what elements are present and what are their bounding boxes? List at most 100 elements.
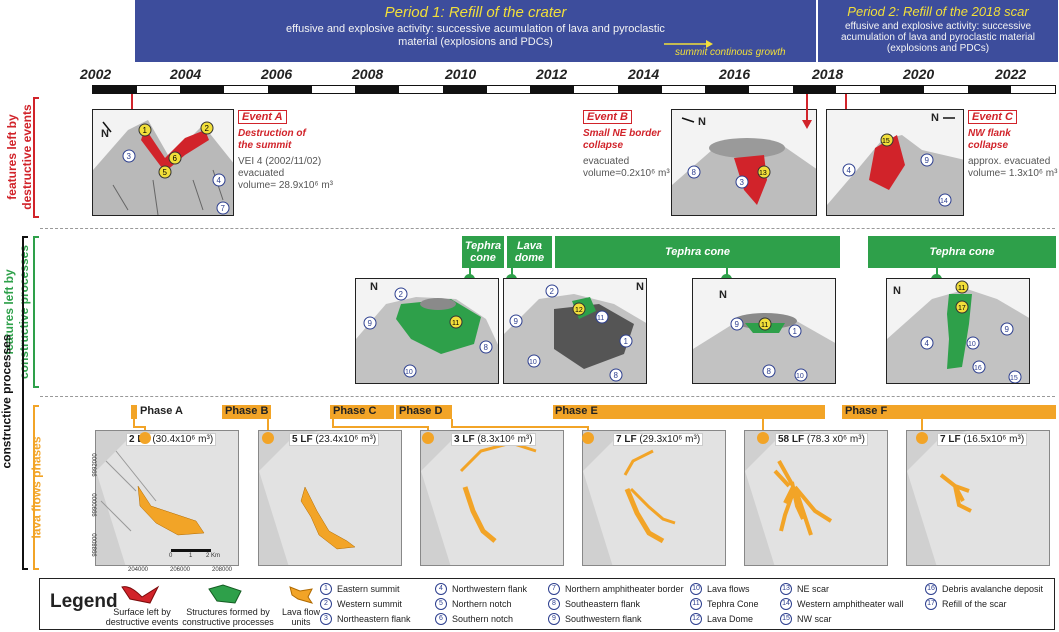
phase-dot-a: [139, 432, 151, 444]
growth-label: summit continous growth: [675, 47, 786, 58]
marker-4: 4: [217, 176, 222, 185]
green-bar-tephra-2: Tephra cone: [555, 236, 840, 268]
marker-11b: 11: [597, 315, 604, 322]
legend-constructive-symbol: [208, 584, 242, 604]
green-connector-2: [511, 268, 513, 278]
lf-box-b: 5 LF (23.4x10⁶ m³): [289, 433, 380, 446]
marker-11a: 11: [452, 320, 459, 327]
event-a-panel: 1 2 6 5 3 4 7 N: [92, 109, 234, 216]
scale-1: 1: [189, 553, 193, 559]
phase-e-bar: [553, 405, 825, 419]
marker-14: 14: [940, 198, 948, 205]
lf-box-f: 7 LF (16.5x10⁶ m³): [937, 433, 1028, 446]
marker-10b: 10: [529, 359, 537, 366]
marker-8a: 8: [484, 343, 489, 352]
phase-f-label: Phase F: [843, 405, 890, 417]
constructive-bracket: [33, 236, 39, 388]
phase-dot-c: [422, 432, 434, 444]
phase-dot-e: [757, 432, 769, 444]
map-xtick-208000: 208000: [212, 567, 233, 573]
lf-box-e: 58 LF (78.3 x0⁶ m³): [775, 433, 868, 446]
period-2-banner: Period 2: Refill of the 2018 scar effusi…: [818, 0, 1058, 62]
marker-9c: 9: [925, 156, 930, 165]
marker-1d: 1: [793, 327, 798, 336]
phase-c-label: Phase C: [331, 405, 379, 417]
outer-bracket: [22, 236, 28, 570]
phase-a-label: Phase A: [138, 405, 186, 417]
marker-15e: 15: [1010, 375, 1018, 382]
constructive-panel-4: 11 17 4 9 10 16 15 N: [886, 278, 1030, 384]
marker-8: 8: [692, 168, 697, 177]
map-ytick-9992000: 9992000: [92, 453, 99, 477]
marker-15: 15: [882, 138, 890, 145]
green-connector-4: [936, 268, 938, 278]
lava-map-e: 58 LF (78.3 x0⁶ m³): [744, 430, 888, 566]
marker-9a: 9: [368, 319, 373, 328]
event-b-arrow: [802, 94, 812, 129]
north-label-a: N: [101, 128, 109, 140]
marker-3: 3: [127, 152, 132, 161]
marker-10a: 10: [405, 369, 413, 376]
marker-11c: 11: [761, 322, 768, 329]
map-xtick-206000: 206000: [170, 567, 191, 573]
scale-2: 2 Km: [206, 553, 221, 559]
marker-2b: 2: [550, 287, 555, 296]
phase-dot-f: [916, 432, 928, 444]
north-label-c: N: [931, 112, 939, 124]
marker-2a: 2: [399, 290, 404, 299]
event-a-tag: Event A: [238, 110, 287, 124]
north-label-c1: N: [370, 281, 378, 293]
marker-1: 1: [143, 126, 148, 135]
event-b-panel: 13 3 8 N: [671, 109, 817, 216]
lava-map-b: 5 LF (23.4x10⁶ m³): [258, 430, 402, 566]
outer-side-label: constructive processes: [0, 334, 14, 469]
north-label-c3: N: [719, 289, 727, 301]
north-label-b: N: [698, 116, 706, 128]
scale-0: 0: [169, 553, 173, 559]
lf-box-d: 7 LF (29.3x10⁶ m³): [613, 433, 704, 446]
marker-9d: 9: [735, 320, 740, 329]
lava-map-a: 2 LF (30.4x10⁶ m³) 0 1 2 Km: [95, 430, 239, 566]
north-label-c4: N: [893, 285, 901, 297]
phase-d-label: Phase D: [397, 405, 445, 417]
event-b-tag: Event B: [583, 110, 632, 124]
marker-8d: 8: [767, 367, 772, 376]
event-c-tag: Event C: [968, 110, 1017, 124]
map-ytick-9990000: 9990000: [92, 493, 99, 517]
marker-13: 13: [759, 170, 767, 177]
lava-bracket: [33, 405, 39, 570]
phase-f-bar: [842, 405, 1056, 419]
green-bar-lava-dome: Lava dome: [507, 236, 552, 268]
lava-map-d: 7 LF (29.3x10⁶ m³): [582, 430, 726, 566]
year-2008: 2008: [352, 66, 384, 82]
divider-1: [40, 228, 1055, 229]
marker-7: 7: [221, 204, 226, 213]
marker-9b: 9: [514, 317, 519, 326]
growth-arrow: [664, 40, 713, 48]
marker-9e: 9: [1005, 325, 1010, 334]
period-1-title: Period 1: Refill of the crater: [384, 4, 567, 21]
divider-2: [40, 396, 1055, 397]
event-c-panel: 15 4 9 14 N: [826, 109, 964, 216]
green-bar-tephra-3: Tephra cone: [868, 236, 1056, 268]
